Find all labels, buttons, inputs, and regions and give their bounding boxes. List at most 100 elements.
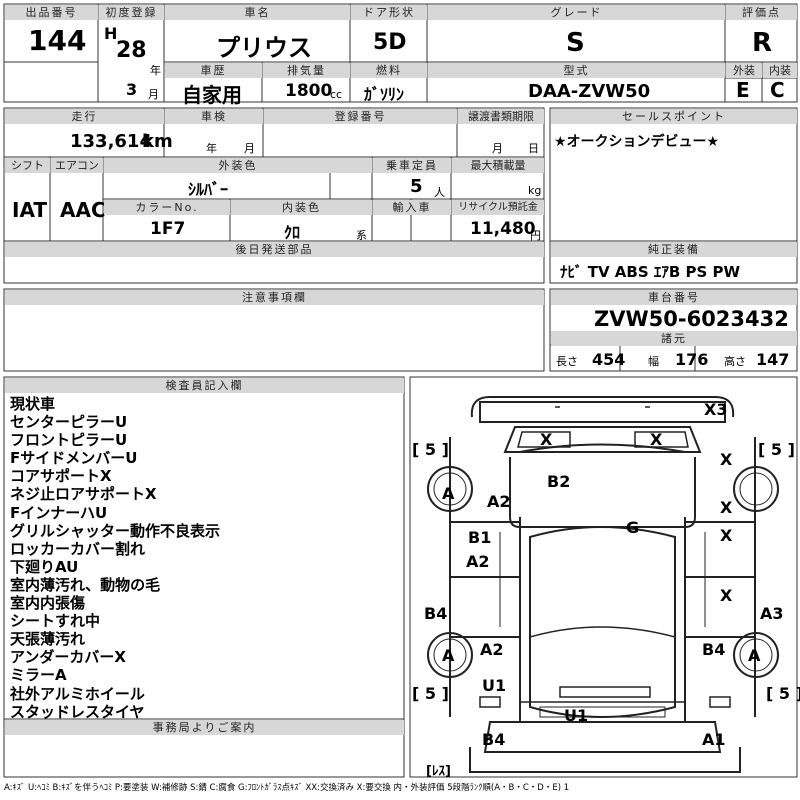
sales-label: セールスポイント <box>551 109 797 124</box>
inspector-line: コアサポートX <box>10 467 112 486</box>
fl-tire: [ 5 ] <box>412 440 449 459</box>
chassis-number: ZVW50-6023432 <box>594 307 789 331</box>
damage-mark: X3 <box>704 400 728 419</box>
score-label: 評価点 <box>726 5 797 20</box>
damage-mark: A2 <box>480 640 504 659</box>
inspector-line: スタッドレスタイヤ <box>10 702 145 721</box>
model: DAA-ZVW50 <box>528 81 651 102</box>
inspector-line: アンダーカバーX <box>10 648 126 667</box>
damage-diagram <box>427 396 779 773</box>
colorno-label: カラーNo. <box>104 200 230 215</box>
damage-mark: A3 <box>760 604 784 623</box>
inspector-line: FサイドメンバーU <box>10 449 138 468</box>
damage-mark: X <box>720 586 733 605</box>
insp-year-unit: 年 <box>206 142 217 155</box>
rr-tire: [ 5 ] <box>766 684 800 703</box>
insp-month-unit: 月 <box>244 142 255 155</box>
damage-mark: X <box>720 498 733 517</box>
capacity-unit: 人 <box>434 186 445 199</box>
spec-label: 諸元 <box>551 331 797 346</box>
equipment: ﾅﾋﾞ TV ABS ｴｱB PS PW <box>560 263 741 281</box>
damage-mark: B4 <box>702 640 726 659</box>
lot-number: 144 <box>28 24 87 57</box>
damage-mark: A <box>442 484 455 503</box>
capacity-label: 乗車定員 <box>373 158 451 173</box>
intcolor: ｸﾛ <box>284 223 301 242</box>
office-label: 事務局よりご案内 <box>5 720 404 735</box>
int-grade: C <box>770 78 785 102</box>
disp-unit: cc <box>330 88 343 101</box>
ac-label: エアコン <box>51 158 103 173</box>
int-label: 内装 <box>763 63 797 78</box>
damage-mark: X <box>720 526 733 545</box>
reg-month: 3 <box>126 80 138 99</box>
reg-number-label: 登録番号 <box>264 109 457 124</box>
transfer-label: 譲渡書類期限 <box>458 109 544 124</box>
chassis-label: 車台番号 <box>551 290 797 305</box>
width-label: 幅 <box>648 355 659 368</box>
car-height: 147 <box>756 350 790 369</box>
damage-mark: X <box>650 430 663 449</box>
inspector-line: ロッカーカバー割れ <box>10 539 146 558</box>
month-unit: 月 <box>148 88 159 101</box>
damage-mark: B2 <box>547 472 571 491</box>
capacity: 5 <box>410 176 423 197</box>
inspector-line: センターピラーU <box>10 413 128 432</box>
mileage: 133,614 <box>70 131 152 152</box>
inspector-line: 天張薄汚れ <box>10 630 86 649</box>
transfer-day-unit: 日 <box>528 142 539 155</box>
height-label: 高さ <box>724 355 746 368</box>
colorno: 1F7 <box>150 219 186 239</box>
legend: A:ｷｽﾞ U:ﾍｺﾐ B:ｷｽﾞを伴うﾍｺﾐ P:要塗装 W:補修跡 S:錆 … <box>4 783 570 793</box>
history: 自家用 <box>182 83 242 107</box>
inspector-line: グリルシャッター動作不良表示 <box>10 521 221 540</box>
damage-mark: A <box>748 646 761 665</box>
damage-mark: X <box>720 450 733 469</box>
inspection-label: 車検 <box>165 109 263 124</box>
transfer-month-unit: 月 <box>492 142 503 155</box>
inspector-line: ミラーA <box>10 666 67 685</box>
inspector-line: 室内内張傷 <box>10 594 86 613</box>
door-type: 5D <box>373 30 407 55</box>
damage-mark: X <box>540 430 553 449</box>
damage-mark: U1 <box>482 676 507 695</box>
disp-label: 排気量 <box>263 63 350 78</box>
inspector-line: シートすれ中 <box>10 612 101 631</box>
load-unit: kg <box>528 184 542 197</box>
damage-mark: A1 <box>702 730 726 749</box>
lot-label: 出品番号 <box>5 5 98 20</box>
equip-label: 純正装備 <box>551 242 797 257</box>
length: 454 <box>592 350 626 369</box>
displacement: 1800 <box>285 81 333 101</box>
damage-mark: G <box>626 518 640 537</box>
damage-mark: A <box>442 646 455 665</box>
shift-label: シフト <box>5 158 50 173</box>
recycle-unit: 円 <box>530 229 541 242</box>
damage-mark: B1 <box>468 528 492 547</box>
color-label: 外装色 <box>104 158 372 173</box>
inspector-line: FインナーハU <box>10 503 108 522</box>
import-label: 輸入車 <box>373 200 451 215</box>
fr-tire: [ 5 ] <box>758 440 795 459</box>
rl-tire: [ 5 ] <box>412 684 449 703</box>
ext-grade: E <box>736 78 750 102</box>
model-label: 型式 <box>428 63 725 78</box>
era: H <box>104 24 118 43</box>
history-label: 車歴 <box>165 63 262 78</box>
fuel: ｶﾞｿﾘﾝ <box>364 85 405 104</box>
parts-label: 後日発送部品 <box>5 242 544 257</box>
ac: AAC <box>60 198 106 222</box>
notes-label: 注意事項欄 <box>5 290 544 305</box>
intcolor-unit: 系 <box>356 229 367 242</box>
inspector-line: ネジ止ロアサポートX <box>10 485 157 504</box>
car-width: 176 <box>675 350 709 369</box>
inspector-line: 下廻りAU <box>10 557 79 576</box>
inspector-line: 現状車 <box>10 395 56 413</box>
mileage-label: 走行 <box>5 109 164 124</box>
damage-mark: A2 <box>466 552 490 571</box>
reg-year: 28 <box>116 38 147 63</box>
recycle-label: リサイクル預託金 <box>452 200 544 215</box>
ext-label: 外装 <box>726 63 762 78</box>
